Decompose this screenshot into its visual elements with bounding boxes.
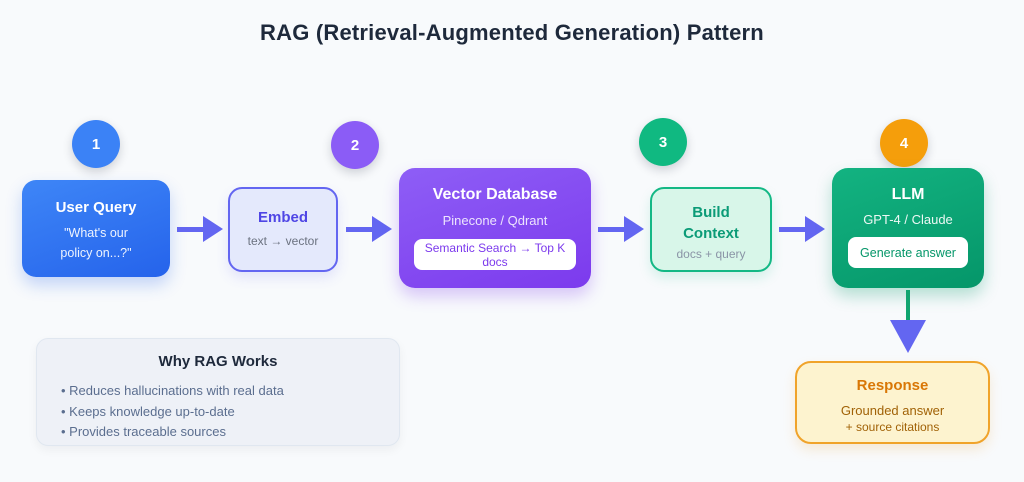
node-subtitle-line1: "What's our — [64, 226, 128, 240]
semantic-search-badge: Semantic Search → Top K docs — [414, 239, 576, 270]
node-embed: Embed text → vector — [228, 187, 338, 272]
flow-arrow-3 — [598, 216, 644, 242]
node-subtitle: text → vector — [247, 234, 319, 248]
bullet-item: Provides traceable sources — [61, 422, 375, 443]
arrow-stem — [598, 226, 624, 232]
node-title-line1: Build — [692, 204, 730, 221]
step-badge-1: 1 — [72, 120, 120, 168]
panel-title: Why RAG Works — [158, 353, 278, 370]
node-subtitle-line2: + source citations — [845, 420, 940, 434]
arrow-head-icon — [805, 216, 825, 242]
node-title: Vector Database — [432, 186, 558, 203]
node-subtitle: docs + query — [676, 247, 746, 261]
node-build-context: Build Context docs + query — [650, 187, 772, 272]
generate-answer-badge: Generate answer — [848, 237, 968, 268]
down-arrow-head-icon — [890, 320, 926, 353]
arrow-head-icon — [372, 216, 392, 242]
step-badge-3: 3 — [639, 118, 687, 166]
step-number: 3 — [658, 133, 668, 151]
node-subtitle: GPT-4 / Claude — [863, 212, 953, 227]
step-badge-4: 4 — [880, 119, 928, 167]
node-title: Embed — [257, 209, 308, 226]
node-title: Build Context — [652, 202, 770, 244]
diagram-title: RAG (Retrieval-Augmented Generation) Pat… — [260, 20, 764, 45]
step-badge-2: 2 — [331, 121, 379, 169]
step-number: 4 — [899, 134, 909, 152]
flow-arrow-1 — [177, 216, 223, 242]
node-subtitle-line2: policy on...?" — [60, 246, 132, 260]
why-rag-works-panel: Why RAG Works Reduces hallucinations wit… — [36, 338, 400, 446]
arrow-stem — [177, 226, 203, 232]
step-number: 2 — [350, 136, 360, 154]
arrow-head-icon — [624, 216, 644, 242]
node-vector-database: Vector Database Pinecone / Qdrant Semant… — [399, 168, 591, 288]
node-title: LLM — [891, 186, 925, 203]
node-llm: LLM GPT-4 / Claude Generate answer — [832, 168, 984, 288]
node-title: Response — [856, 377, 929, 394]
arrow-stem — [346, 226, 372, 232]
node-title: User Query — [55, 199, 137, 216]
node-title-line2: Context — [683, 225, 739, 242]
node-response: Response Grounded answer + source citati… — [795, 361, 990, 444]
node-subtitle-line1: Grounded answer — [840, 403, 945, 418]
flow-arrow-4 — [779, 216, 825, 242]
down-arrow-stem — [906, 290, 910, 323]
arrow-head-icon — [203, 216, 223, 242]
node-subtitle: Pinecone / Qdrant — [442, 213, 548, 228]
bullet-item: Keeps knowledge up-to-date — [61, 402, 375, 423]
bullet-item: Reduces hallucinations with real data — [61, 381, 375, 402]
flow-arrow-2 — [346, 216, 392, 242]
node-user-query: User Query "What's our policy on...?" — [22, 180, 170, 277]
arrow-stem — [779, 226, 805, 232]
step-number: 1 — [91, 135, 101, 153]
